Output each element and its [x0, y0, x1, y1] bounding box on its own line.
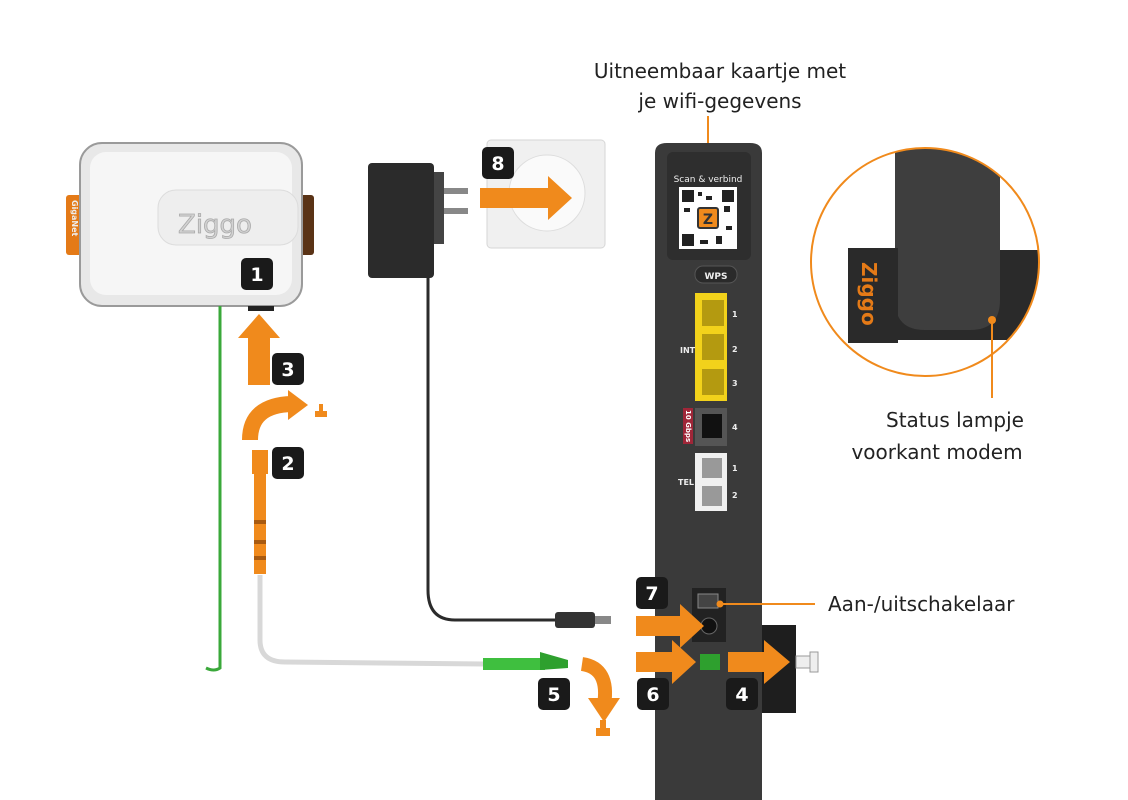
status-label-line1: Status lampje: [886, 408, 1024, 432]
green-fiber-connector: [483, 658, 545, 670]
curved-arrow-icon: [242, 396, 293, 441]
svg-text:5: 5: [547, 684, 560, 706]
int-label: INT: [680, 346, 696, 355]
dust-cap-icon-2: [596, 728, 610, 736]
status-light-zoom: Ziggo: [810, 147, 1040, 377]
fiber-patch-connector: [252, 450, 268, 574]
arrow-right-icon-6: [636, 640, 696, 684]
tel-port-2: 2: [732, 491, 738, 500]
step-badge-4: 4: [726, 678, 758, 710]
svg-text:2: 2: [281, 453, 294, 475]
card-label-line1: Uitneembaar kaartje met: [594, 59, 846, 83]
svg-text:Z: Z: [703, 212, 713, 228]
modem: Scan & verbind Z WPS INT 1 2 3 10 Gbps 4…: [655, 143, 796, 800]
int-port-2: 2: [732, 345, 738, 354]
speed-tag: [683, 408, 693, 444]
power-adapter: [368, 163, 611, 628]
int-port-1: 1: [732, 310, 738, 319]
tel-label: TEL: [678, 478, 694, 487]
step-badge-3: 3: [272, 353, 304, 385]
arrow-up-icon: [238, 314, 280, 385]
fiber-port: [700, 654, 720, 670]
cover-plug-icon: [795, 651, 819, 673]
step-badge-6: 6: [637, 678, 669, 710]
step-badge-2: 2: [272, 447, 304, 479]
dust-cap-icon: [315, 411, 327, 417]
wps-button: [694, 265, 738, 284]
svg-text:3: 3: [281, 359, 294, 381]
card-label-line2: je wifi-gegevens: [637, 89, 801, 113]
svg-text:7: 7: [645, 583, 658, 605]
tel-port-1: 1: [732, 464, 738, 473]
step-badge-8: 8: [482, 147, 514, 179]
switch-label: Aan-/uitschakelaar: [828, 592, 1015, 616]
svg-text:1: 1: [250, 264, 263, 286]
fiber-patch-cable: [257, 575, 486, 667]
svg-text:8: 8: [491, 153, 504, 175]
step-badge-7: 7: [636, 577, 668, 609]
qr-caption: Scan & verbind: [674, 175, 743, 185]
wps-label: WPS: [704, 272, 727, 282]
speed-tag-text: 10 Gbps: [684, 410, 692, 442]
port-4-number: 4: [732, 423, 738, 432]
ont-logo: Ziggo: [178, 210, 252, 240]
int-port-3: 3: [732, 379, 738, 388]
ziggo-z-logo: [697, 207, 719, 229]
modem-logo: Ziggo: [857, 262, 881, 326]
svg-text:6: 6: [646, 684, 659, 706]
ont-side-tag: GigaNet: [70, 200, 79, 237]
arrow-right-icon-4: [728, 640, 790, 684]
fiber-wall-cable: [205, 306, 222, 672]
status-label-line2: voorkant modem: [851, 440, 1022, 464]
step-badge-5: 5: [538, 678, 570, 710]
ont-device: GigaNet Ziggo: [66, 142, 314, 311]
step-badge-1: 1: [241, 258, 273, 290]
svg-text:4: 4: [735, 684, 748, 706]
arrow-right-icon-7: [636, 604, 704, 648]
arrow-right-icon-8: [480, 176, 572, 220]
